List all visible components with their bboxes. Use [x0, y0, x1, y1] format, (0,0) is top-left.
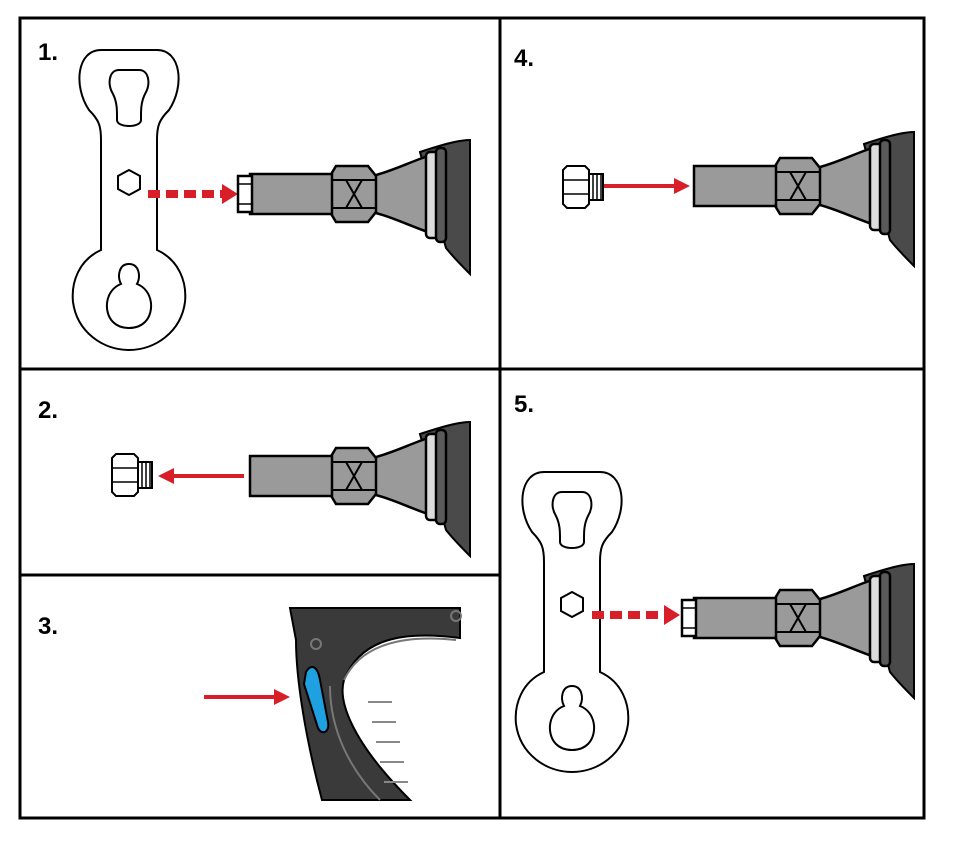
spray-gun-icon	[288, 607, 462, 801]
drill-icon	[248, 420, 472, 558]
drill-icon	[692, 130, 916, 268]
wrench-icon	[514, 471, 630, 773]
arrow-head-icon	[222, 184, 238, 204]
step-2-label: 2.	[38, 397, 58, 424]
step-1-label: 1.	[38, 39, 58, 66]
arrow-head-icon	[664, 605, 680, 625]
drill-icon	[682, 564, 914, 698]
wrench-icon	[71, 49, 187, 351]
release-button-icon	[302, 665, 330, 734]
bolt-icon	[562, 165, 604, 209]
panel-step-2: 2.	[38, 397, 472, 558]
step-3-label: 3.	[38, 613, 58, 640]
step-4-label: 4.	[514, 45, 534, 72]
bolt-icon	[111, 453, 153, 497]
panel-step-5: 5.	[514, 391, 914, 773]
arrow-head-icon	[274, 689, 290, 705]
panel-step-3: 3.	[38, 607, 462, 801]
arrow-head-icon	[158, 468, 174, 484]
panel-step-4: 4.	[514, 45, 916, 268]
panel-step-1: 1.	[38, 39, 470, 351]
panel-grid	[18, 16, 926, 820]
step-5-label: 5.	[514, 391, 534, 418]
drill-icon	[238, 140, 470, 274]
arrow-head-icon	[674, 178, 690, 194]
